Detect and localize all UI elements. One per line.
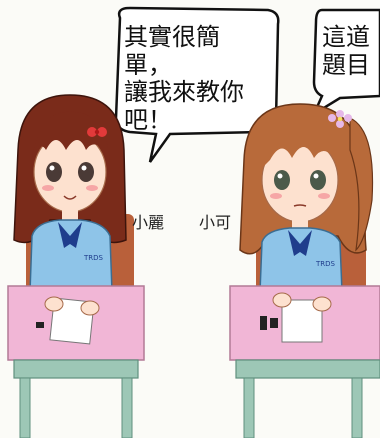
left-girl: TRDS: [13, 94, 134, 304]
hair-bow-icon: [87, 127, 107, 137]
eraser-icon: [36, 322, 44, 328]
left-desk: [7, 285, 145, 438]
right-tie: [288, 230, 312, 256]
speech-text-right: 這道 題目: [322, 23, 370, 79]
left-shirt: [29, 219, 113, 293]
eraser-icon: [270, 318, 278, 328]
right-desk: [229, 285, 380, 438]
speech-text-left: 其實很簡單， 讓我來教你 吧！: [124, 23, 244, 134]
left-tie: [58, 222, 82, 248]
hair-flower-icon: [328, 110, 352, 128]
right-shirt: [259, 227, 343, 293]
pencil-case-icon: [260, 316, 267, 330]
right-girl: TRDS: [239, 103, 374, 304]
name-label-right: 小可: [199, 213, 232, 232]
right-uniform-badge: TRDS: [315, 260, 336, 268]
name-label-left: 小麗: [132, 213, 165, 232]
left-uniform-badge: TRDS: [83, 254, 104, 262]
